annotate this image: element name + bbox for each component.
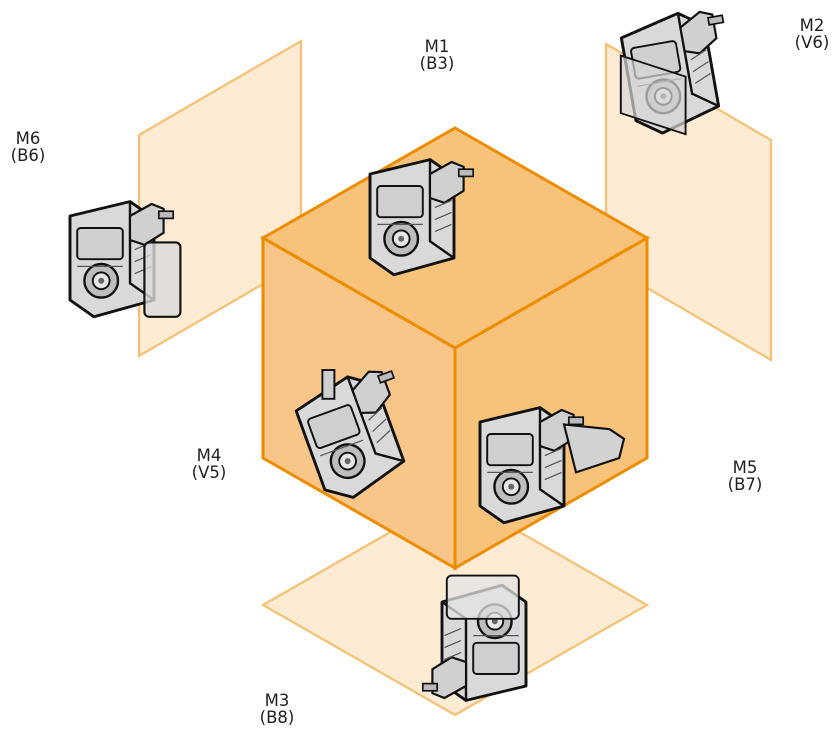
position-code: M2 bbox=[799, 16, 825, 35]
position-code: M5 bbox=[732, 458, 758, 477]
gearbox-v6-icon bbox=[617, 4, 742, 139]
position-label-m4: M4 (V5) bbox=[174, 447, 244, 481]
gearbox-b6-icon bbox=[68, 200, 182, 319]
position-alt-code: (B3) bbox=[419, 54, 455, 73]
position-label-m1: M1 (B3) bbox=[402, 38, 472, 72]
gearbox-v5-icon bbox=[289, 360, 430, 508]
position-code: M1 bbox=[424, 37, 450, 56]
position-alt-code: (V5) bbox=[191, 463, 227, 482]
position-label-m5: M5 (B7) bbox=[710, 459, 780, 493]
position-label-m6: M6 (B6) bbox=[0, 130, 56, 164]
gearbox-b7-icon bbox=[478, 406, 626, 525]
gearbox-b8-icon bbox=[421, 574, 528, 702]
position-alt-code: (B8) bbox=[259, 708, 295, 727]
position-label-m3: M3 (B8) bbox=[242, 692, 312, 726]
position-alt-code: (V6) bbox=[794, 33, 830, 52]
position-label-m2: M2 (V6) bbox=[784, 17, 839, 51]
position-code: M4 bbox=[196, 446, 222, 465]
position-alt-code: (B7) bbox=[727, 475, 763, 494]
position-code: M3 bbox=[264, 691, 290, 710]
position-alt-code: (B6) bbox=[10, 146, 46, 165]
position-code: M6 bbox=[15, 129, 41, 148]
